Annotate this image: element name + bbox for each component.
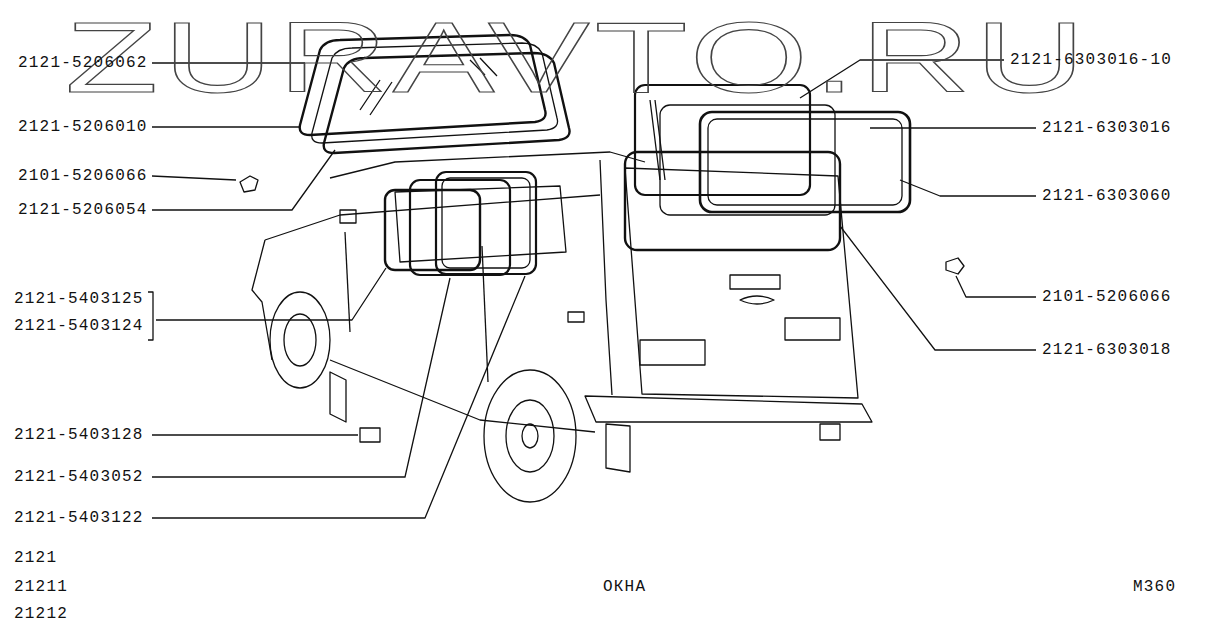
callout-number: 2101-5206066 xyxy=(18,166,148,186)
callout-number: 2101-5206066 xyxy=(1042,287,1172,307)
callout-number: 2121-5403128 xyxy=(14,425,144,445)
callout-number: 2121-6303016-10 xyxy=(1010,50,1172,70)
callout-number: 2121-5403122 xyxy=(14,508,144,528)
callout-number: 2121-5206010 xyxy=(18,117,148,137)
callout-number: 2121 xyxy=(14,548,57,568)
callout-number: 2121-5206054 xyxy=(18,200,148,220)
watermark: ZURAVTO.RU xyxy=(65,8,1090,108)
callout-number: 2121-6303060 xyxy=(1042,186,1172,206)
callout-number: 21211 xyxy=(14,577,68,597)
callout-number: 2121-5403052 xyxy=(14,467,144,487)
callout-number: 2121-5403124 xyxy=(14,316,144,336)
callout-number: ОКНА xyxy=(603,577,646,597)
callout-number: М360 xyxy=(1133,577,1176,597)
callout-number: 21212 xyxy=(14,604,68,624)
callout-number: 2121-6303018 xyxy=(1042,340,1172,360)
callout-number: 2121-6303016 xyxy=(1042,118,1172,138)
callout-number: 2121-5403125 xyxy=(14,289,144,309)
callout-number: 2121-5206062 xyxy=(18,53,148,73)
